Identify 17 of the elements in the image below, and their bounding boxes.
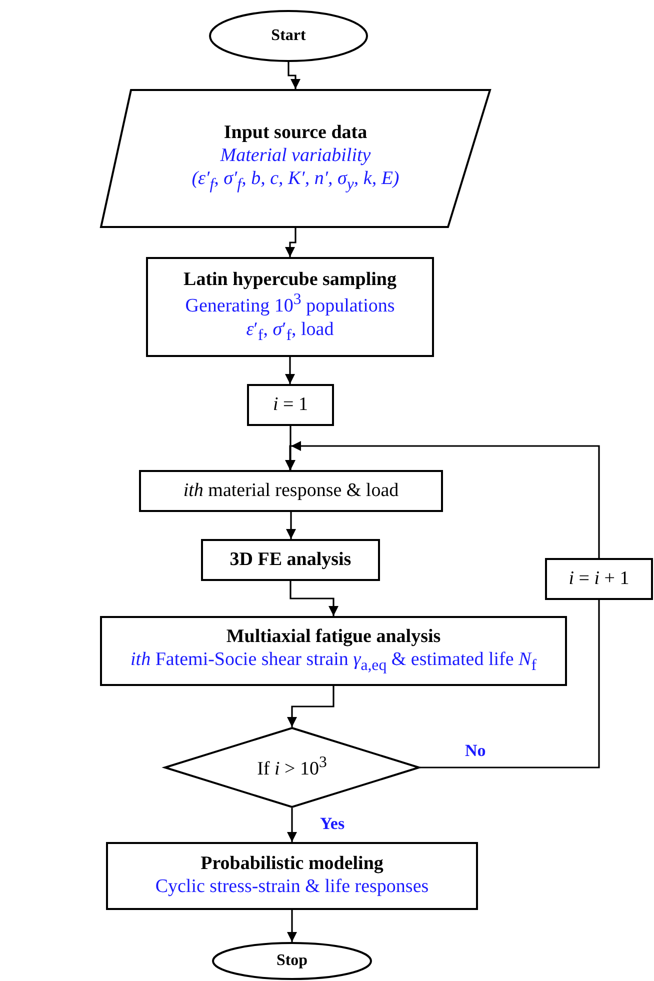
node-text: If i > 10$^{3}$ (257, 754, 327, 782)
node-heading: Latin hypercube sampling (184, 268, 396, 292)
node-text: Start (271, 26, 306, 46)
node-text: i = 1 (273, 394, 308, 416)
node-text: (ε′$_{f}$, σ′$_{f}$, b, c, K′, n′, σ$_{y}$, k, E) (192, 168, 400, 195)
node-text: ith material response & load (183, 480, 399, 502)
node-text: i = i + 1 (568, 568, 630, 590)
node-text: Stop (276, 951, 308, 971)
node-text: Cyclic stress-strain & life responses (155, 876, 429, 899)
node-text: ith Fatemi-Socie shear strain γ$_{a,eq}$ & estimated life N$_{f}$ (130, 649, 536, 676)
node-heading: Multiaxial fatigue analysis (226, 626, 441, 649)
node-heading: Probabilistic modeling (200, 853, 384, 876)
node-text: ε′$_{f}$, σ′$_{f}$, load (246, 318, 334, 346)
node-text: 3D FE analysis (230, 548, 352, 572)
node-text: Material variability (220, 145, 371, 168)
node-text: Generating 10$^{3}$ populations (185, 291, 395, 319)
node-heading: Input source data (224, 122, 368, 146)
